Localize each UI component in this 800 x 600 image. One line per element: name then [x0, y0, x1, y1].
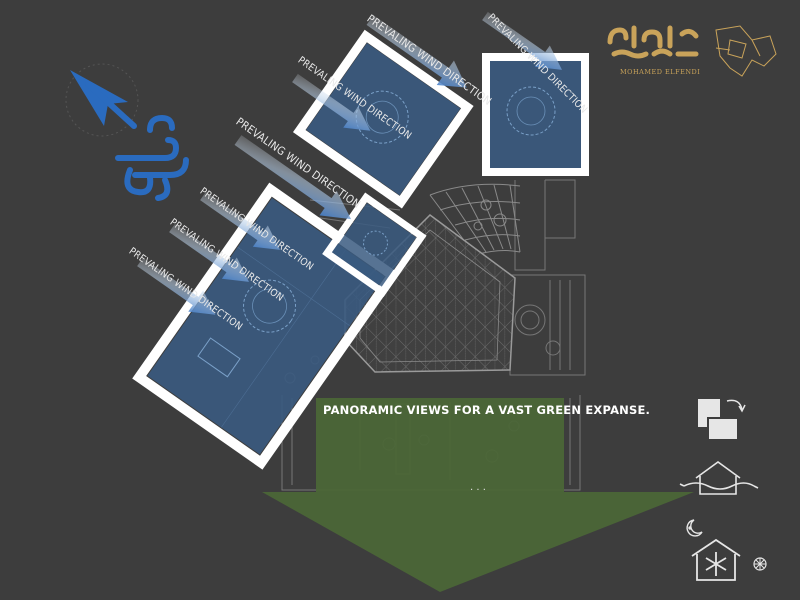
logo-mark — [607, 25, 699, 59]
room-c — [292, 29, 474, 209]
rotate-squares-icon — [698, 399, 746, 441]
moon-night-icon — [686, 519, 703, 537]
wind-icon — [115, 114, 189, 201]
house-ventilation-icon — [679, 461, 759, 495]
wind-arrow-1 — [137, 257, 216, 315]
room-d-fixture-inner — [516, 96, 546, 126]
designer-name: MOHAMED ELFENDI — [620, 68, 701, 76]
wind-arrow-2 — [169, 223, 250, 282]
panorama-caption: PANORAMIC VIEWS FOR A VAST GREEN EXPANSE… — [323, 403, 651, 417]
room-b — [322, 192, 427, 298]
floorplan-mini-icon — [715, 25, 777, 77]
room-a — [132, 182, 400, 470]
panorama-arrow — [262, 398, 694, 592]
compass-arrow-icon — [65, 63, 139, 137]
house-snowflake-icon — [691, 538, 767, 581]
wind-arrow-7 — [482, 11, 563, 70]
wind-arrow-4 — [234, 135, 352, 220]
central-hall-inner — [359, 229, 501, 363]
wind-arrow-5 — [292, 73, 371, 131]
wind-arrow-6 — [366, 15, 467, 88]
room-d — [482, 53, 589, 176]
panorama-dots: . . . — [470, 482, 486, 493]
room-d-fixture — [506, 86, 556, 136]
wind-arrow-3 — [200, 191, 281, 250]
